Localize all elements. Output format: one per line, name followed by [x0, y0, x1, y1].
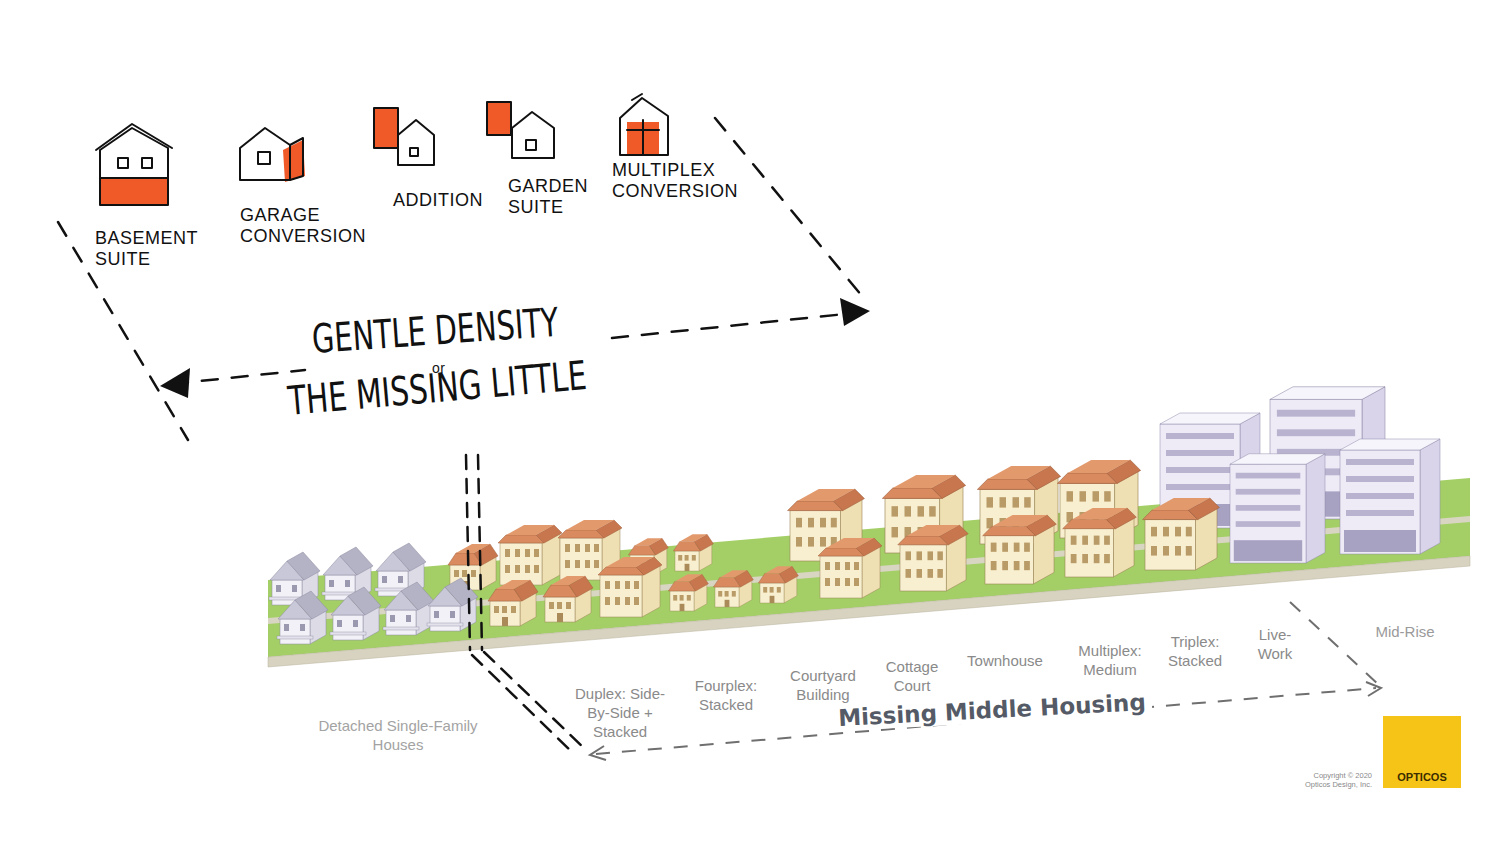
- type-label: Cottage Court: [877, 657, 947, 695]
- type-label: Detached Single-Family Houses: [298, 716, 498, 754]
- dashed-bracket: [58, 118, 862, 752]
- basement-highlight: [100, 178, 168, 206]
- garden-suite-highlight: [487, 102, 511, 135]
- pointer-line: [472, 652, 586, 752]
- type-label: Fourplex: Stacked: [686, 676, 766, 714]
- type-label: Townhouse: [960, 651, 1050, 670]
- heading: GENTLE DENSITY: [310, 299, 560, 362]
- detached-house: [277, 591, 328, 644]
- basement-icon: [96, 124, 172, 205]
- triplex: [1063, 508, 1137, 577]
- addition-highlight: [374, 108, 398, 148]
- arrowhead: [840, 298, 870, 326]
- triplex: [1143, 498, 1220, 570]
- type-label: Triplex: Stacked: [1160, 632, 1230, 670]
- sketch-label: ADDITION: [393, 190, 493, 211]
- pointer-line: [466, 455, 482, 650]
- copyright-note: Copyright © 2020 Opticos Design, Inc.: [1290, 771, 1372, 789]
- sketch-label: GARDEN SUITE: [508, 176, 590, 218]
- sketch-label: BASEMENT SUITE: [95, 228, 220, 270]
- type-label: Courtyard Building: [780, 666, 866, 704]
- fourplex: [498, 525, 562, 585]
- addition-icon: [374, 108, 434, 165]
- townhouse: [818, 538, 882, 598]
- detached-house: [383, 582, 434, 635]
- cottage: [668, 574, 708, 611]
- sketch-label: GARAGE CONVERSION: [240, 205, 368, 247]
- type-label: Live-Work: [1253, 625, 1297, 663]
- type-label: Duplex: Side-By-Side + Stacked: [564, 684, 676, 741]
- duplex: [488, 580, 538, 626]
- duplex: [543, 576, 593, 622]
- arrowhead: [1366, 682, 1381, 696]
- missing-middle-range: [596, 602, 1380, 754]
- multiplex: [983, 515, 1057, 584]
- type-label: Mid-Rise: [1365, 622, 1445, 641]
- bracket-line: [1290, 602, 1380, 686]
- cottage: [713, 570, 753, 607]
- range-arrow-line: [172, 370, 305, 384]
- range-title: Missing Middle Housing: [832, 689, 1153, 732]
- fourplex: [598, 557, 662, 617]
- back-row-buildings: [269, 387, 1385, 605]
- multiplex-icon: [620, 94, 668, 155]
- garden-suite-icon: [487, 102, 554, 158]
- garage-icon: [240, 128, 303, 180]
- logo-box: OPTICOS: [1383, 716, 1461, 788]
- cottage: [758, 566, 798, 603]
- mid-rise: [1340, 439, 1440, 554]
- arrowhead: [590, 746, 606, 760]
- townhouse: [898, 525, 968, 591]
- type-label: Multiplex: Medium: [1070, 641, 1150, 679]
- detached-house: [330, 587, 381, 640]
- range-arrow-line: [612, 313, 855, 338]
- front-row-buildings: [277, 439, 1440, 644]
- arrowhead: [160, 368, 190, 398]
- sketch-label: MULTIPLEX CONVERSION: [612, 160, 747, 202]
- cottage: [673, 534, 713, 571]
- bracket-line: [715, 118, 862, 296]
- live-work: [1230, 454, 1325, 563]
- logo-text: OPTICOS: [1383, 771, 1461, 783]
